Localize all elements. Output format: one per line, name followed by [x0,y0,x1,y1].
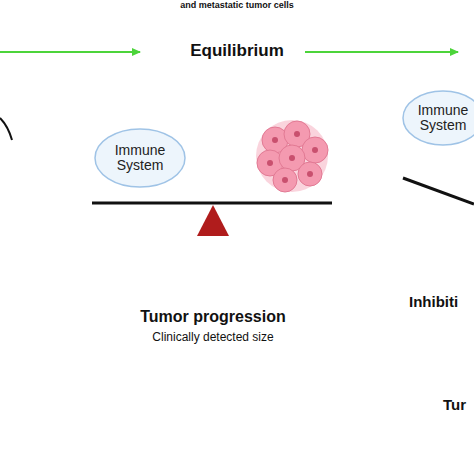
node-text: Immune System [110,143,170,173]
immune-ellipse: Immune System [94,128,186,188]
immune-ellipse: Immune System [402,90,474,146]
text-label: Tur [443,396,466,413]
tumor-cluster [256,120,328,192]
text-label: and metastatic tumor cells [180,0,294,10]
phase-arrow [305,51,458,53]
text-label: Clinically detected size [152,330,273,344]
tilted-beam [403,178,474,204]
phase-arrow [0,51,140,53]
node-text: Immune System [413,103,473,133]
beam-fragment [0,118,12,140]
text-label: Tumor progression [140,308,286,326]
balance-beam [92,202,332,205]
text-label: Inhibiti [409,293,458,310]
fulcrum [197,205,229,236]
text-label: Equilibrium [190,41,284,61]
